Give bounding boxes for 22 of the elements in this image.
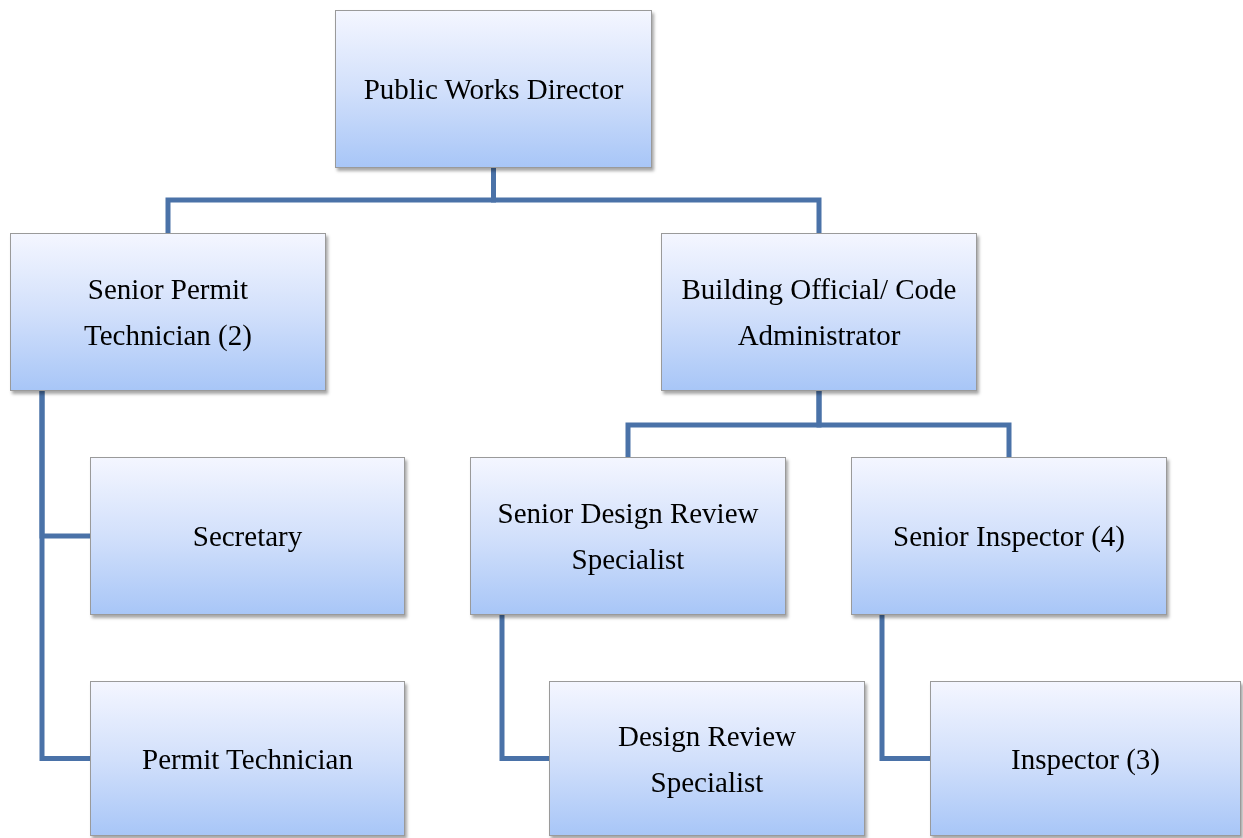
position-title: Secretary [192, 519, 303, 554]
connector-line [499, 615, 549, 761]
position-title: Inspector (3) [1011, 741, 1160, 777]
position-title: Senior Inspector (4) [893, 519, 1125, 554]
position-box [90, 457, 405, 615]
connector-line [39, 391, 90, 761]
position-title: Public Works Director [363, 72, 624, 107]
position-box [549, 681, 865, 836]
position-box [661, 233, 977, 391]
position-box [335, 10, 652, 168]
position-title: Senior Design Review Specialist [496, 496, 760, 577]
connector-line [816, 391, 1012, 457]
position-box [10, 233, 326, 391]
position-title: Permit Technician [142, 741, 353, 777]
position-box [90, 681, 405, 836]
position-box [930, 681, 1241, 836]
position-title: Design Review Specialist [617, 718, 797, 800]
position-title: Senior Permit Technician (2) [83, 272, 253, 353]
position-box [851, 457, 1167, 615]
connector-line [879, 615, 930, 761]
position-box [470, 457, 786, 615]
position-title: Building Official/ Code Administrator [680, 272, 958, 353]
